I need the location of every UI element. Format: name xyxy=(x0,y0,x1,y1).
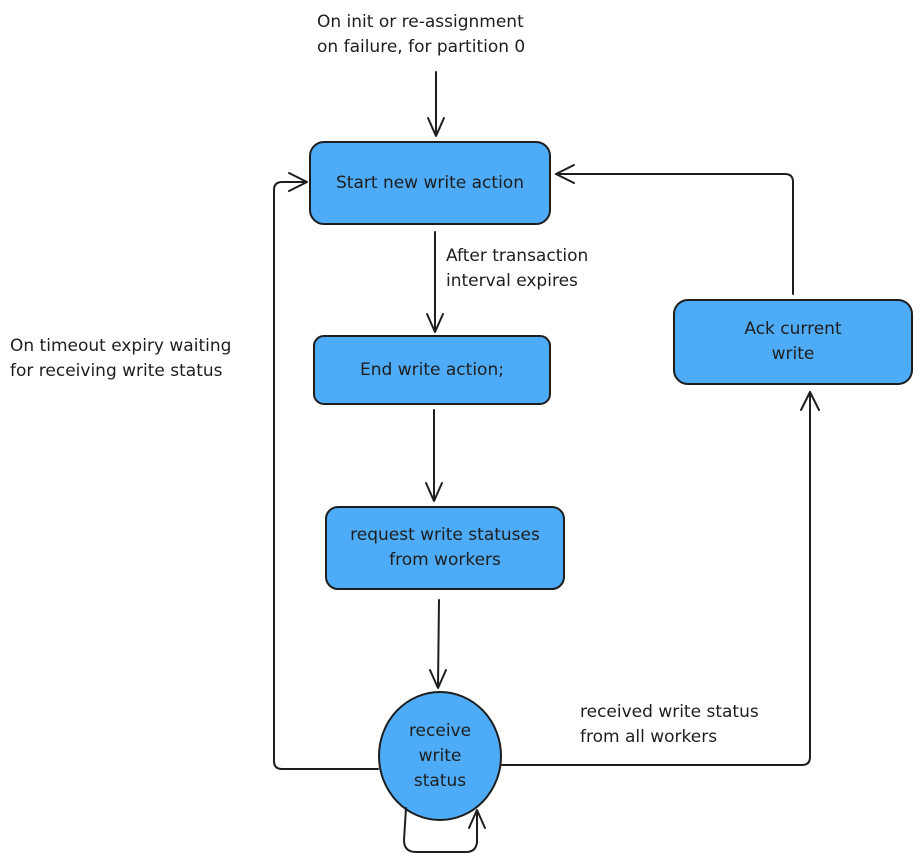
edge-receive-arrow xyxy=(438,600,439,686)
edge-label-init-line1: On init or re-assignment xyxy=(317,12,524,32)
edge-label-interval: After transaction interval expires xyxy=(446,244,588,294)
edge-label-interval-line2: interval expires xyxy=(446,271,578,291)
node-receive-status-line1: receive xyxy=(408,720,472,741)
node-ack-write-line2: write xyxy=(771,344,815,364)
node-start-write[interactable] xyxy=(310,142,550,224)
edge-label-timeout-line2: for receiving write status xyxy=(10,361,223,381)
node-request-statuses-line1: request write statuses xyxy=(350,525,540,545)
edge-interval-arrowhead xyxy=(427,314,443,332)
edge-timeout-arrow xyxy=(274,182,378,769)
node-receive-status-label: receive write status xyxy=(379,692,501,820)
node-end-write[interactable] xyxy=(314,336,550,404)
edge-label-all-received-line1: received write status xyxy=(580,702,759,722)
node-receive-status-line2: write xyxy=(418,745,462,766)
edge-request-arrowhead xyxy=(426,483,442,501)
edge-label-init-line2: on failure, for partition 0 xyxy=(317,37,526,57)
edge-label-interval-line1: After transaction xyxy=(446,246,589,266)
edge-label-all-received-line2: from all workers xyxy=(580,727,718,747)
node-ack-write-label: Ack current write xyxy=(674,300,912,384)
edge-self-loop-arrowhead xyxy=(469,810,485,828)
edge-timeout-arrowhead xyxy=(289,173,307,191)
edge-all-received-arrow xyxy=(502,392,810,765)
edge-label-init: On init or re-assignment on failure, for… xyxy=(317,10,525,60)
node-end-write-label: End write action; xyxy=(314,336,550,404)
node-request-statuses-label: request write statuses from workers xyxy=(326,507,564,589)
edge-receive-arrowhead xyxy=(430,670,446,688)
node-request-statuses-line2: from workers xyxy=(389,550,501,570)
node-request-statuses[interactable] xyxy=(326,507,564,589)
edge-label-all-received: received write status from all workers xyxy=(580,700,759,750)
edge-label-timeout: On timeout expiry waiting for receiving … xyxy=(10,334,231,384)
edge-init-arrowhead xyxy=(428,118,444,136)
node-ack-write-line1: Ack current xyxy=(744,319,842,339)
edge-self-loop-arrow xyxy=(404,808,477,852)
edge-label-timeout-line1: On timeout expiry waiting xyxy=(10,336,232,356)
node-receive-status-line3: status xyxy=(413,770,467,791)
node-receive-status[interactable] xyxy=(379,692,501,820)
node-end-write-text: End write action; xyxy=(360,359,504,380)
node-start-write-label: Start new write action xyxy=(310,142,550,224)
node-start-write-text: Start new write action xyxy=(336,172,524,193)
edge-ack-arrow xyxy=(556,174,793,294)
edge-ack-arrowhead xyxy=(556,165,574,183)
edge-all-received-arrowhead xyxy=(801,392,819,410)
node-ack-write[interactable] xyxy=(674,300,912,384)
